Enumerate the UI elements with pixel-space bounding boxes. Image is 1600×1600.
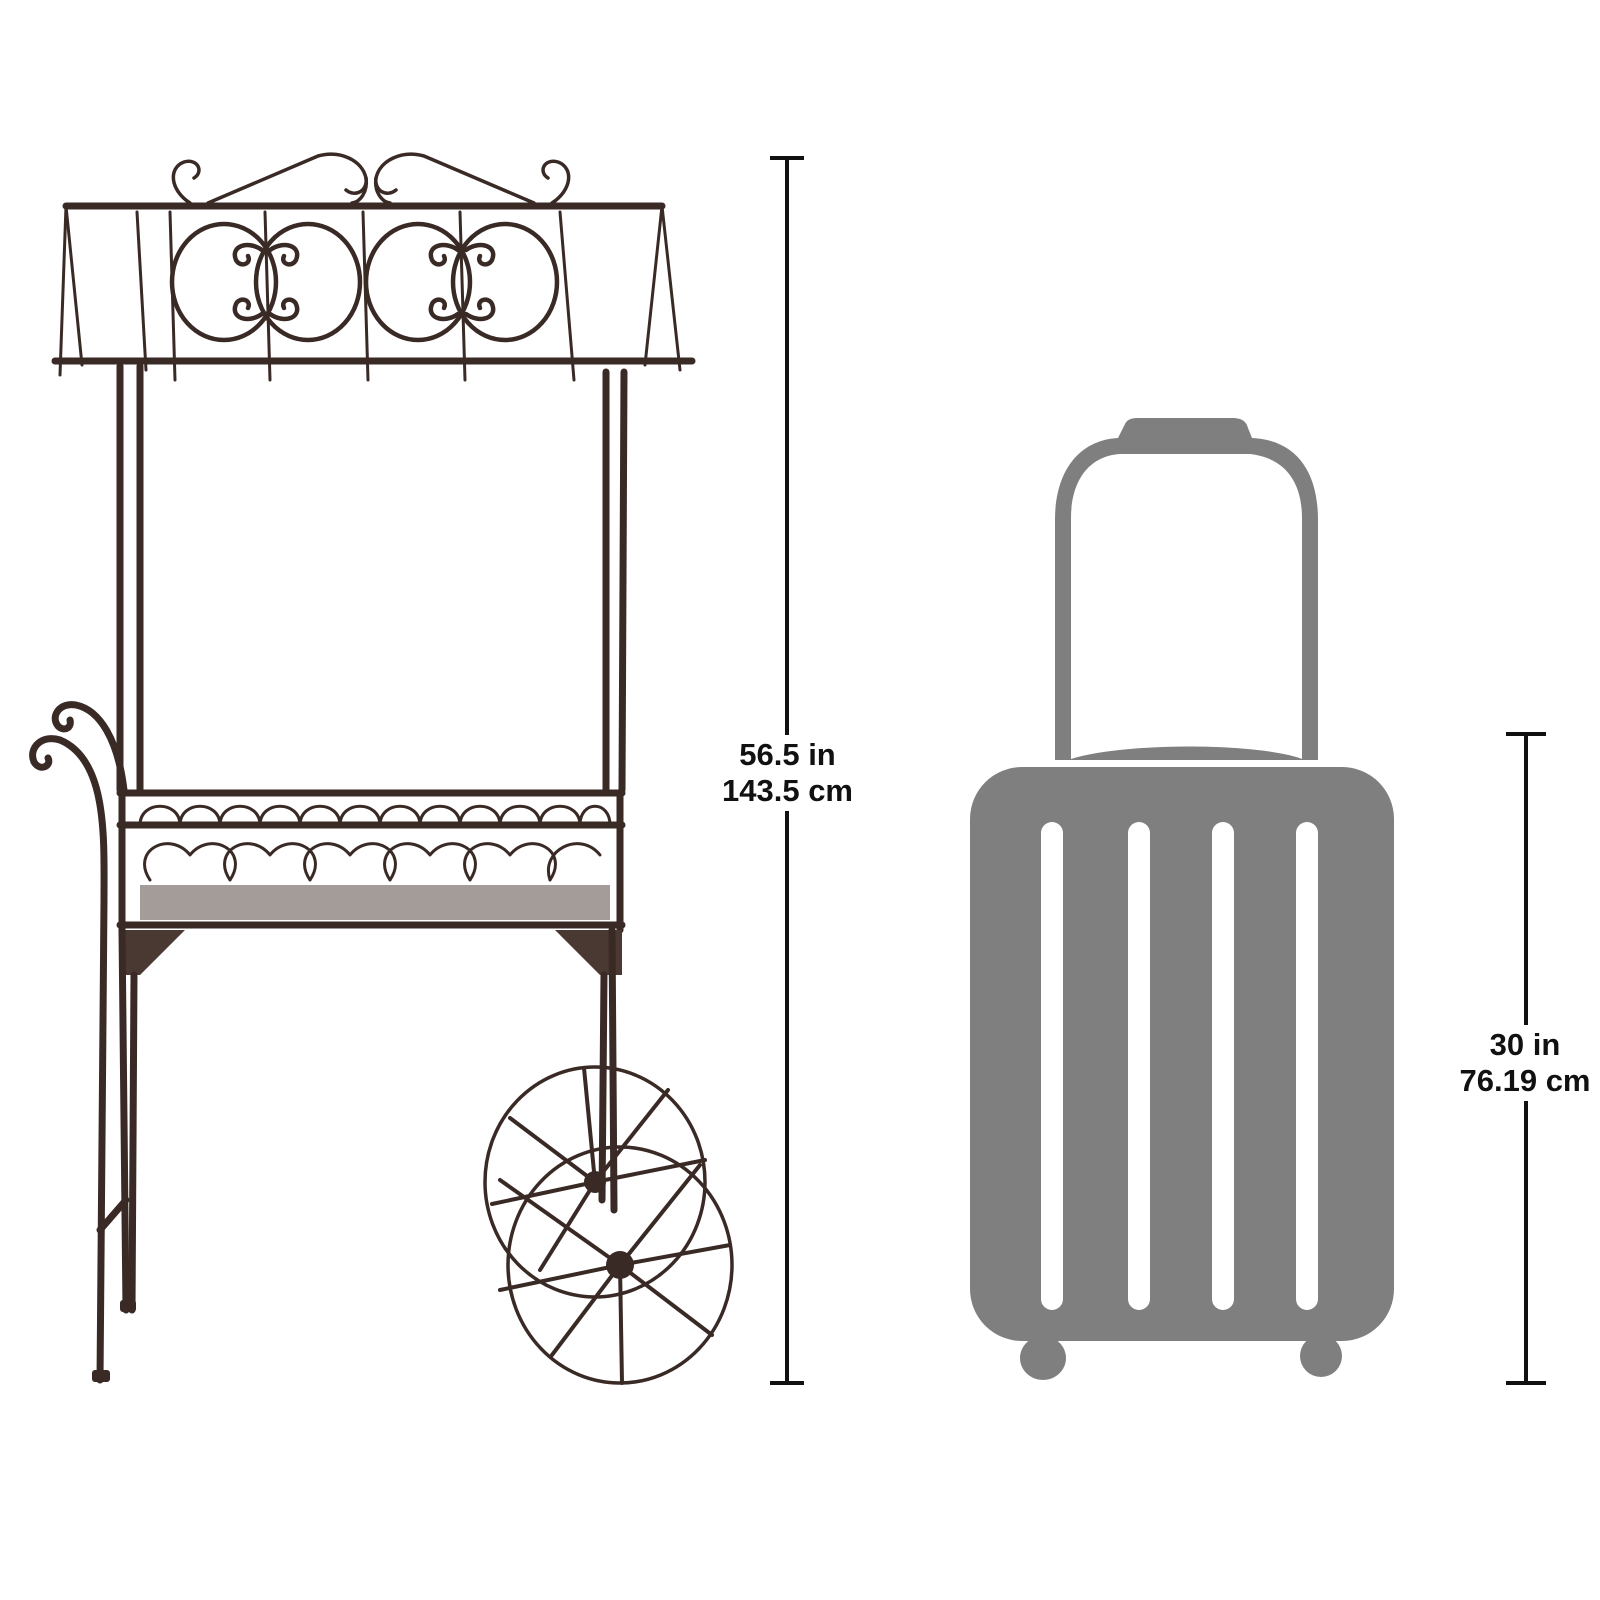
cart-basket-mesh: [140, 885, 610, 920]
cart-canopy-braces: [58, 204, 682, 382]
cart-height-label: 56.5 in 143.5 cm: [690, 735, 885, 811]
suitcase-height-inches: 30 in: [1489, 1027, 1561, 1062]
cart-height-centimeters: 143.5 cm: [722, 773, 853, 808]
cart-basket-scrollwork: [138, 804, 612, 882]
suitcase-wheel-left: [1020, 1336, 1066, 1380]
cart-canopy-scrolls: [169, 221, 560, 343]
cart-wheel-spokes: [490, 1066, 732, 1385]
cart-basket: [116, 789, 626, 934]
suitcase-illustration: [970, 418, 1394, 1380]
cart-wheels: [483, 1065, 734, 1385]
cart-height-inches: 56.5 in: [739, 737, 836, 772]
suitcase-height-label: 30 in 76.19 cm: [1425, 1025, 1600, 1101]
suitcase-handle-base: [1068, 746, 1305, 760]
suitcase-body: [970, 767, 1394, 1341]
suitcase-handle: [1055, 418, 1318, 760]
cart-gussets: [120, 930, 622, 975]
cart-canopy: [51, 202, 696, 365]
cart-handle: [29, 701, 128, 904]
suitcase-wheel-right: [1300, 1335, 1342, 1377]
flower-cart-illustration: [29, 152, 734, 1385]
cart-wheel-hub: [606, 1251, 634, 1279]
cart-feet: [92, 1300, 136, 1382]
cart-crest-scrollwork: [171, 152, 571, 205]
suitcase-height-centimeters: 76.19 cm: [1459, 1063, 1591, 1098]
cart-posts: [116, 362, 628, 794]
suitcase-ribs: [1041, 822, 1318, 1310]
